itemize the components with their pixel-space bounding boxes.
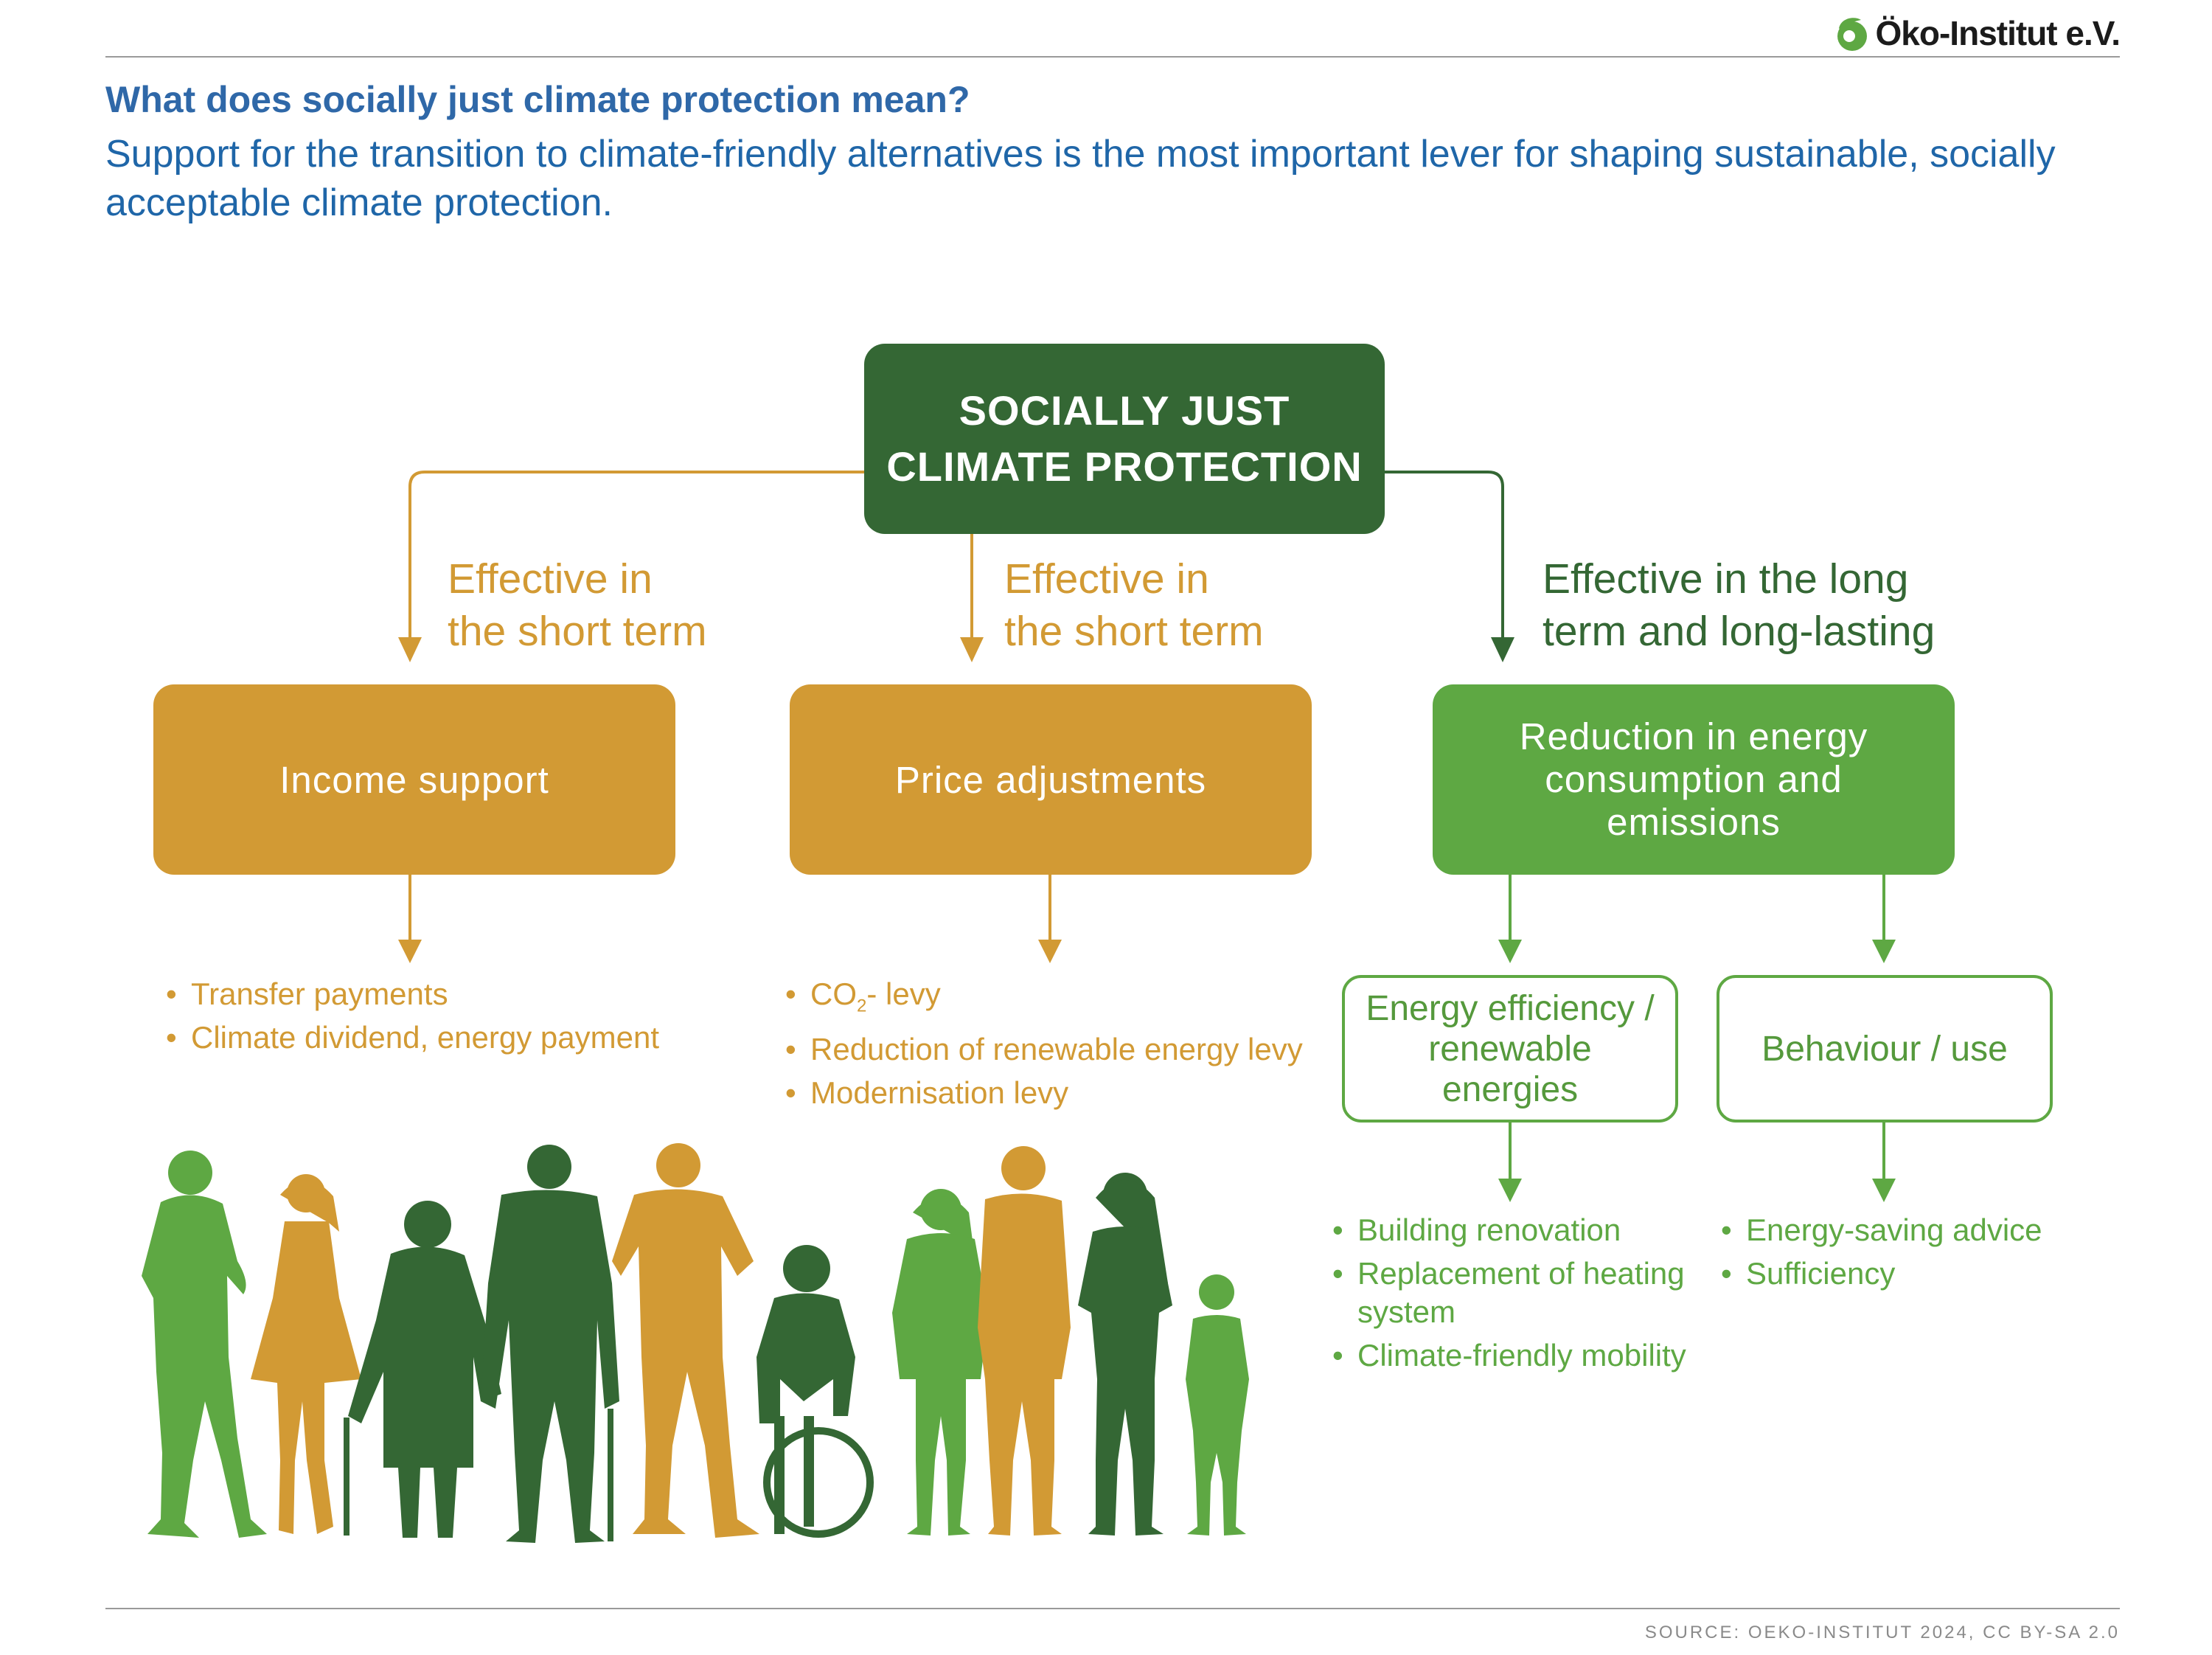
income-support-title: Income support (279, 758, 549, 801)
person-silhouette (1078, 1173, 1172, 1536)
oeko-institut-logo: Öko-Institut e.V. (1832, 13, 2121, 53)
person-silhouette (757, 1245, 874, 1538)
price-adjustments-title: Price adjustments (894, 758, 1207, 801)
reduction-energy-box: Reduction in energy consumption and emis… (1433, 684, 1955, 875)
list-item: CO2- levy (785, 972, 1303, 1027)
arrow-down-icon (960, 637, 984, 662)
income-support-box: Income support (153, 684, 675, 875)
arrow-down-icon (398, 940, 422, 963)
list-item: Climate dividend, energy payment (166, 1016, 659, 1059)
logo-text: Öko-Institut e.V. (1875, 14, 2121, 52)
label-short-term-left: Effective in the short term (448, 555, 707, 655)
list-item: Energy-saving advice (1721, 1211, 2042, 1249)
price-adjustments-box: Price adjustments (790, 684, 1312, 875)
bottom-divider (105, 1608, 2120, 1609)
page-subtitle: Support for the transition to climate-fr… (105, 133, 2056, 224)
label-long-term-right: Effective in the long term and long-last… (1543, 555, 1935, 655)
source-credit: SOURCE: OEKO-INSTITUT 2024, CC BY-SA 2.0 (1644, 1623, 2120, 1642)
arrow-down-icon (1498, 940, 1522, 963)
connector-main-to-reduction (1385, 471, 1504, 642)
arrow-down-icon (1491, 637, 1514, 662)
list-item: Modernisation levy (785, 1071, 1303, 1114)
person-silhouette (344, 1201, 501, 1538)
arrow-down-icon (1498, 1179, 1522, 1202)
person-silhouette (612, 1143, 759, 1538)
arrow-down-icon (1872, 940, 1896, 963)
price-adjustments-list: CO2- levy Reduction of renewable energy … (785, 972, 1303, 1114)
person-silhouette (142, 1151, 267, 1538)
person-silhouette (978, 1146, 1071, 1536)
people-silhouettes-illustration (142, 1143, 1249, 1543)
energy-efficiency-list: Building renovation Replacement of heati… (1332, 1211, 1686, 1380)
person-silhouette (481, 1145, 619, 1543)
page-title: What does socially just climate protecti… (105, 79, 970, 120)
socially-just-climate-protection-box: SOCIALLY JUST CLIMATE PROTECTION (864, 344, 1385, 534)
income-support-list: Transfer payments Climate dividend, ener… (166, 972, 659, 1059)
main-box-line2: CLIMATE PROTECTION (886, 443, 1363, 490)
person-silhouette (892, 1189, 988, 1536)
arrowheads (398, 637, 1896, 1202)
main-box-line1: SOCIALLY JUST (959, 387, 1290, 434)
arrow-down-icon (1038, 940, 1062, 963)
connector-main-to-income (408, 471, 864, 642)
leaf-logo-icon (1837, 18, 1867, 51)
arrow-down-icon (398, 637, 422, 662)
behaviour-list: Energy-saving advice Sufficiency (1721, 1211, 2042, 1298)
person-silhouette (1186, 1274, 1249, 1536)
behaviour-use-box: Behaviour / use (1717, 975, 2053, 1123)
list-item: Sufficiency (1721, 1255, 2042, 1293)
list-item: Transfer payments (166, 972, 659, 1016)
list-item: Building renovation (1332, 1211, 1686, 1249)
energy-efficiency-box: Energy efficiency / renewable energies (1342, 975, 1678, 1123)
person-silhouette (251, 1174, 361, 1534)
list-item: Reduction of renewable energy levy (785, 1027, 1303, 1071)
list-item: Climate-friendly mobility (1332, 1336, 1686, 1375)
label-short-term-middle: Effective in the short term (1004, 555, 1264, 655)
top-divider (105, 56, 2120, 58)
arrow-down-icon (1872, 1179, 1896, 1202)
